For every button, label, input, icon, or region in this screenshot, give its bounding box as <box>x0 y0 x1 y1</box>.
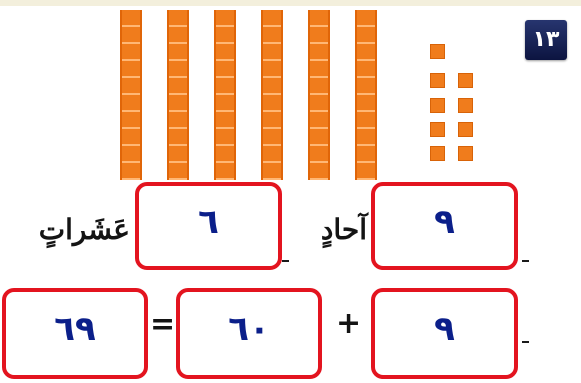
unit-cube <box>430 98 445 113</box>
unit-cube <box>430 146 445 161</box>
top-band <box>0 0 581 6</box>
tens-rod <box>167 10 189 180</box>
exercise-number-badge: ١٣ <box>525 20 567 60</box>
ones-label: آحادٍ <box>287 213 367 246</box>
total-value: ٦٩ <box>6 292 144 367</box>
ones-answer-box[interactable]: ٩ <box>371 182 518 270</box>
tens-rod <box>355 10 377 180</box>
tens-rod <box>261 10 283 180</box>
unit-cube <box>430 122 445 137</box>
unit-cube <box>458 98 473 113</box>
tens-rod <box>120 10 142 180</box>
unit-cube <box>458 146 473 161</box>
unit-cube <box>430 44 445 59</box>
tens-rod <box>308 10 330 180</box>
tens-answer-box[interactable]: ٦ <box>135 182 282 270</box>
ones-addend-box[interactable]: ٩ <box>371 288 518 379</box>
ones-answer-value: ٩ <box>375 186 514 258</box>
answer-line <box>282 260 289 262</box>
ones-addend-value: ٩ <box>375 292 514 367</box>
tens-addend-value: ٦٠ <box>180 292 318 367</box>
total-box[interactable]: ٦٩ <box>2 288 148 379</box>
answer-line <box>522 341 529 343</box>
unit-cube <box>458 73 473 88</box>
tens-rod <box>214 10 236 180</box>
tens-label: عَشَراتٍ <box>6 213 130 246</box>
plus-sign: + <box>336 306 361 341</box>
unit-cube <box>430 73 445 88</box>
tens-answer-value: ٦ <box>139 186 278 258</box>
equals-sign: = <box>150 307 175 342</box>
unit-cube <box>458 122 473 137</box>
tens-addend-box[interactable]: ٦٠ <box>176 288 322 379</box>
answer-line <box>522 260 529 262</box>
